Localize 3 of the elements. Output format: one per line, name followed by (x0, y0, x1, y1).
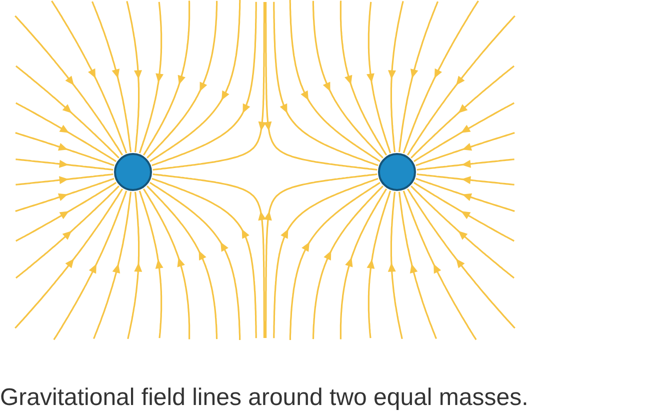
caption: Gravitational field lines around two equal masses. (0, 384, 528, 412)
mass-circle (114, 153, 152, 191)
mass-circle (378, 153, 416, 191)
